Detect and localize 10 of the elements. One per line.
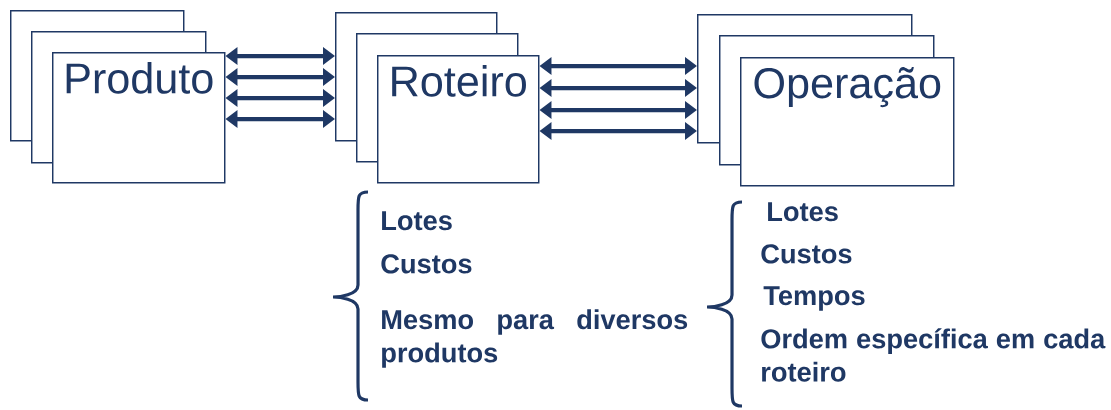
list-item: Lotes [382, 211, 452, 231]
list-item: Ordem específica em cada roteiro [761, 328, 1106, 382]
card-box: Produto [52, 52, 226, 184]
card-box: Operação [740, 57, 955, 187]
list-item: Tempos [763, 286, 865, 311]
list-item: Lotes [768, 202, 838, 222]
list-item: Custos [761, 244, 852, 264]
list-item: Custos [381, 254, 472, 274]
list-item: Mesmo para diversos produtos [382, 309, 688, 368]
card-box: Roteiro [377, 55, 540, 184]
